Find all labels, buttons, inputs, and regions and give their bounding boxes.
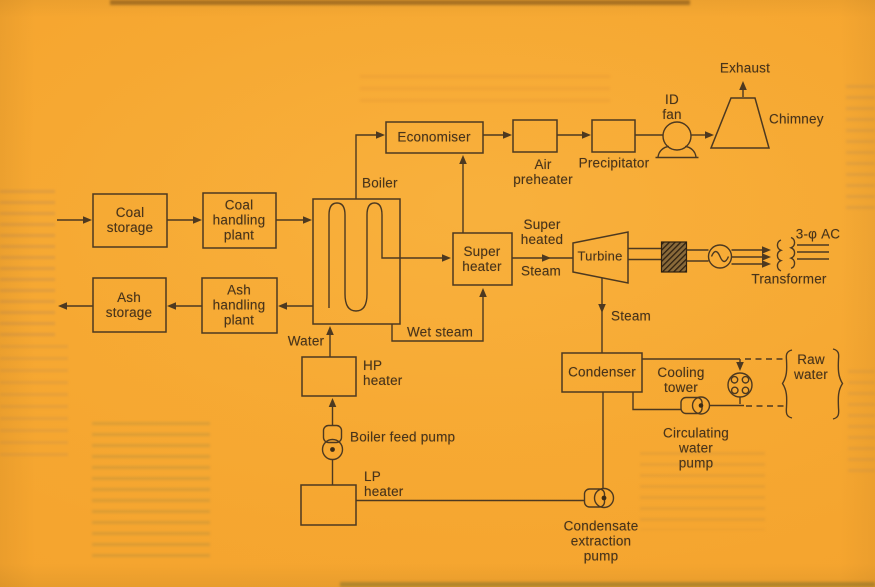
boiler-feed-pump-symbol [321,424,344,461]
raw-water-left-brace [781,349,793,419]
tower-nozzle [730,386,739,395]
coal-ash-lines [57,219,313,307]
fan-base [655,145,699,159]
pump-dot [330,447,335,452]
arrowhead [542,254,551,262]
ash-handling-plant-box [201,277,278,334]
wet-steam-line [391,296,484,342]
hp-heater-box [301,356,357,397]
arrowhead [736,362,744,371]
arrowhead [442,254,451,262]
arrowhead [278,302,287,310]
boiler-to-economiser-line [355,134,376,199]
raw-water-right-brace [832,348,844,420]
chimney-shape [709,97,770,149]
arrowhead [58,302,67,310]
condenser-to-circpump-line [632,392,681,411]
turbine-shaft-lines [628,247,662,261]
coal-storage-box [92,193,168,248]
arrowhead [83,216,92,224]
fan-circle [662,121,692,151]
boiler-box [312,198,401,325]
arrowhead [598,304,606,313]
condenser-to-tower-line [642,358,741,362]
pump-dot [698,403,704,408]
arrowhead [167,302,176,310]
generator-sine-wave [710,250,730,263]
arrowhead [193,216,202,224]
transformer-secondary-winding [789,236,796,270]
process-boxes [92,119,643,526]
generator-output-lines [731,249,763,265]
transformer-primary-winding [776,239,783,272]
arrowhead [459,155,467,164]
coal-handling-plant-box [202,192,277,249]
pump-dot [601,495,607,501]
arrowhead [503,131,512,139]
coupling-hatched-block [660,241,688,273]
pump-casing [322,424,343,444]
arrowhead [762,253,771,261]
pump-circle [691,396,711,415]
boiler-coil-and-steam-outlet [328,202,443,312]
flue-gas-lines [355,89,744,233]
pump-circle [321,438,344,461]
economiser-box [385,121,484,154]
cooling-water-lines [632,348,844,420]
arrowhead [705,131,714,139]
tower-nozzle [730,375,739,384]
arrowhead [582,131,591,139]
air-preheater-box [512,119,558,153]
tower-nozzle [741,375,750,384]
ash-storage-box [92,277,167,333]
pump-circle [593,487,615,509]
tower-nozzle [741,386,750,395]
transformer-output-lines [797,244,829,260]
precipitator-box [591,119,636,153]
arrowhead [739,81,747,90]
shaft-and-coupling [628,241,709,273]
cooling-tower-symbol [727,372,753,398]
tower-circle [727,372,753,398]
lp-heater-box [300,484,357,526]
transformer-symbol [731,236,829,272]
condensate-extraction-pump-symbol [583,487,615,509]
condenser-box [561,352,643,393]
generator-symbol [707,244,733,269]
arrowhead [479,288,487,297]
arrowhead [303,216,312,224]
generator-shaft-lines [686,249,709,262]
id-fan-symbol [655,121,699,159]
arrowhead [762,246,771,254]
arrowhead [376,131,385,139]
arrowhead [328,398,337,407]
arrowhead [762,260,771,268]
flow-arrowheads [58,81,771,407]
water-steam-lines [329,257,604,502]
super-heater-box [452,232,513,286]
circulating-water-pump-symbol [680,396,711,415]
turbine-shape [572,231,629,284]
arrowhead [326,326,334,335]
